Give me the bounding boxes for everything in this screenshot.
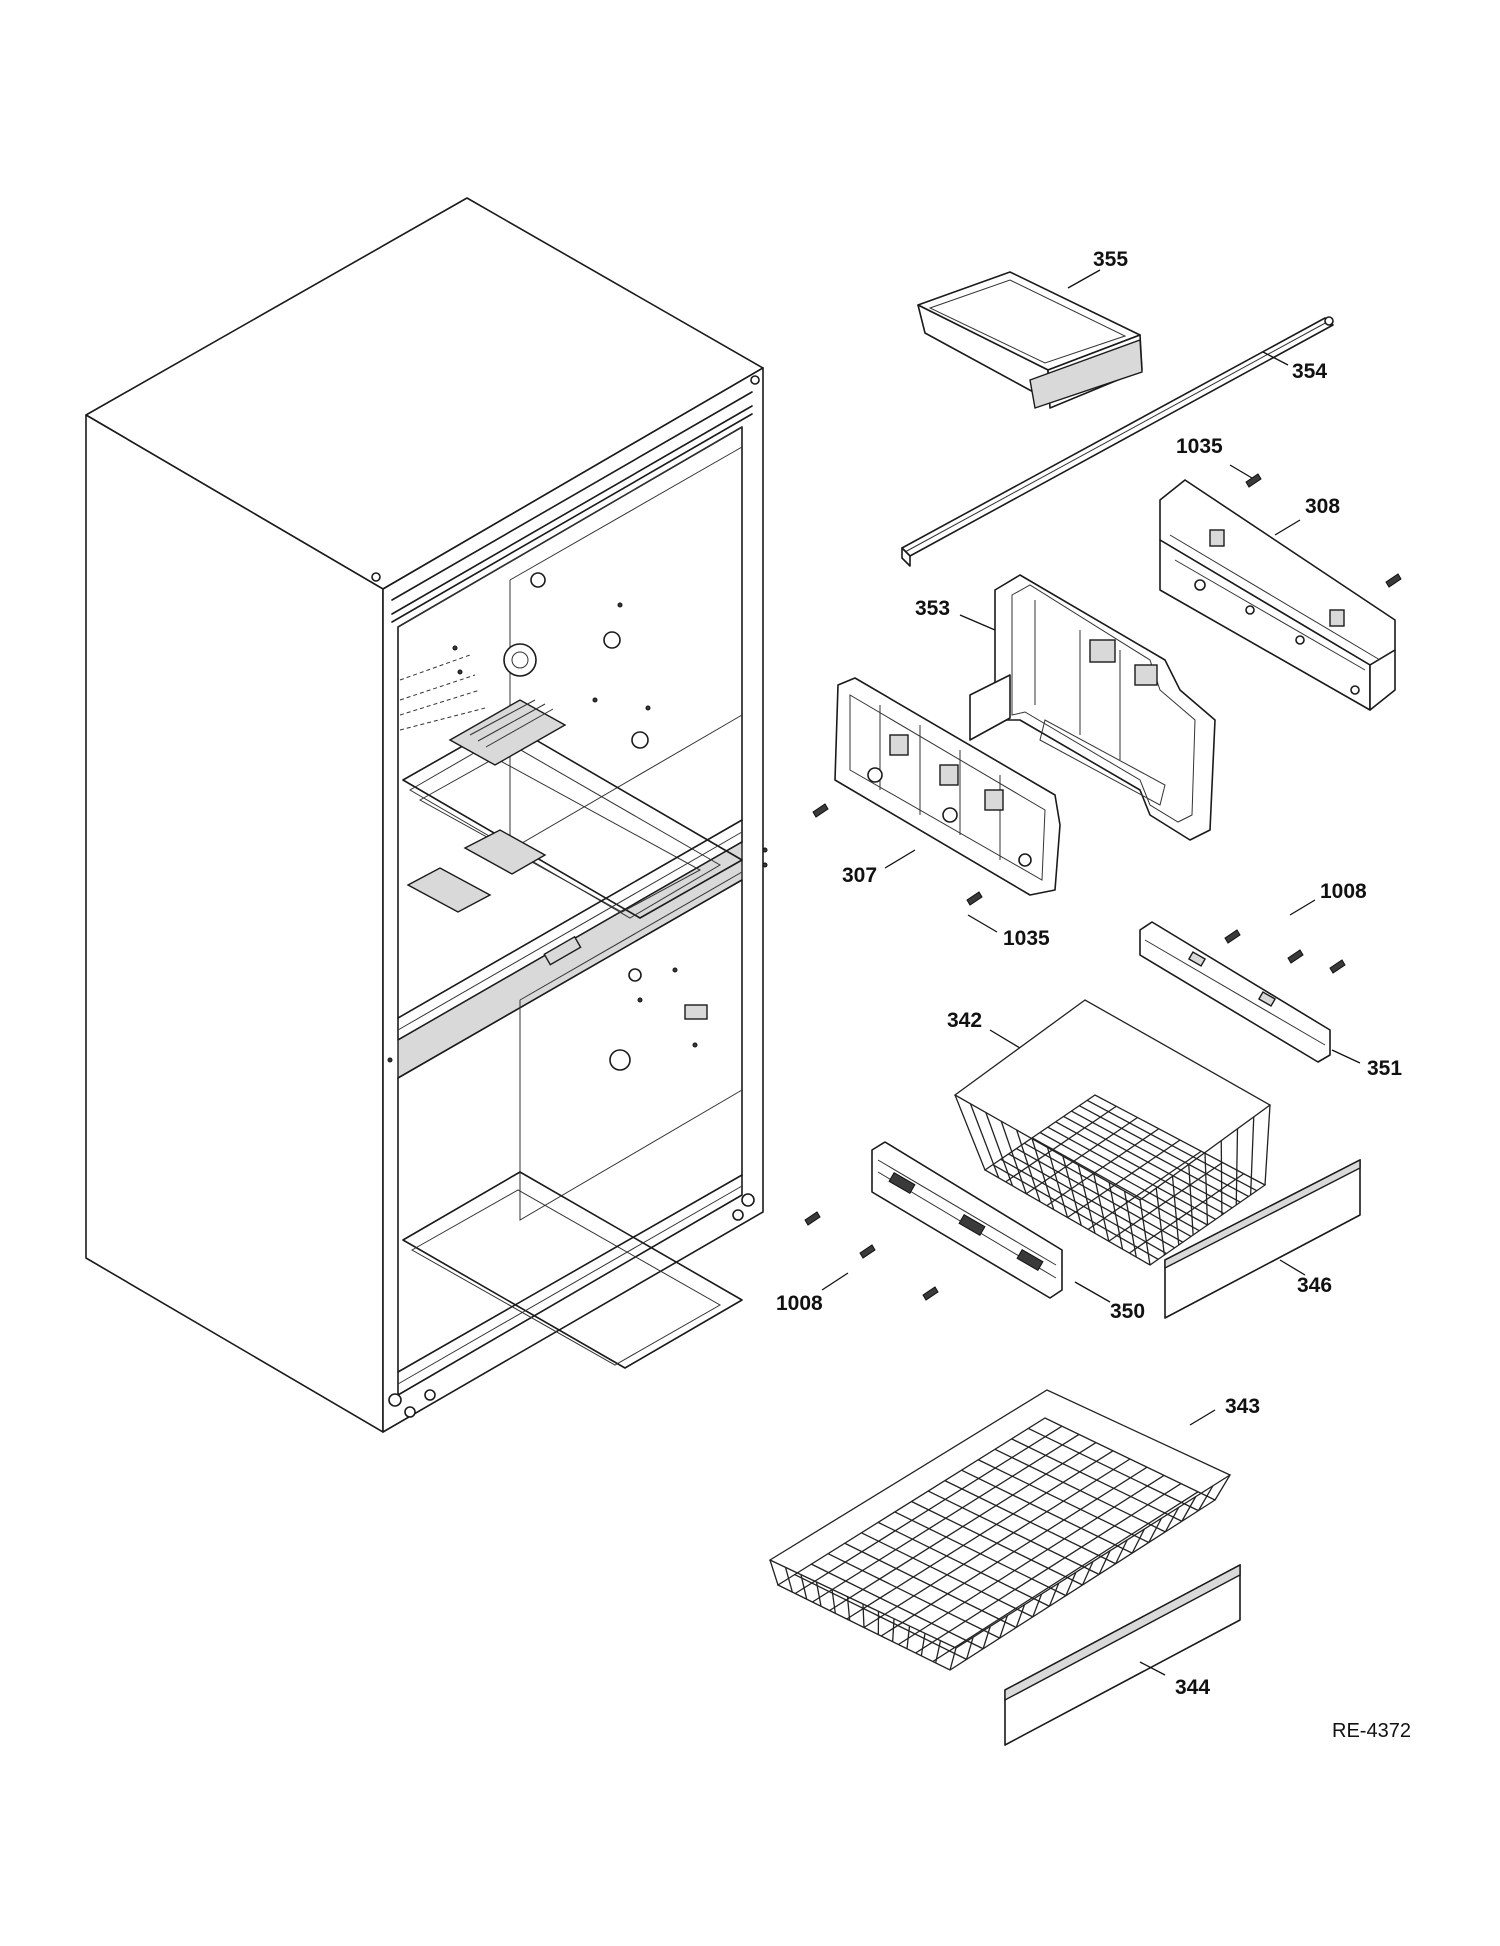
part-351-rail bbox=[1140, 922, 1330, 1062]
part-350-slide bbox=[872, 1142, 1062, 1298]
label-307: 307 bbox=[842, 864, 877, 887]
part-308-bracket bbox=[1160, 480, 1395, 710]
label-1008-right: 1008 bbox=[1320, 880, 1367, 903]
label-350: 350 bbox=[1110, 1300, 1145, 1323]
label-342: 342 bbox=[947, 1009, 982, 1032]
label-344: 344 bbox=[1175, 1676, 1210, 1699]
label-1035-top: 1035 bbox=[1176, 435, 1223, 458]
refrigerator-cabinet bbox=[86, 198, 767, 1432]
part-355-bin bbox=[918, 272, 1142, 408]
label-351: 351 bbox=[1367, 1057, 1402, 1080]
reference-code: RE-4372 bbox=[1332, 1720, 1411, 1742]
label-355: 355 bbox=[1093, 248, 1128, 271]
label-343: 343 bbox=[1225, 1395, 1260, 1418]
label-308: 308 bbox=[1305, 495, 1340, 518]
label-1008-left: 1008 bbox=[776, 1292, 823, 1315]
label-346: 346 bbox=[1297, 1274, 1332, 1297]
part-labels: 355 354 1035 308 353 307 1035 1008 342 3… bbox=[776, 248, 1411, 1742]
label-353: 353 bbox=[915, 597, 950, 620]
label-354: 354 bbox=[1292, 360, 1327, 383]
label-1035-mid: 1035 bbox=[1003, 927, 1050, 950]
